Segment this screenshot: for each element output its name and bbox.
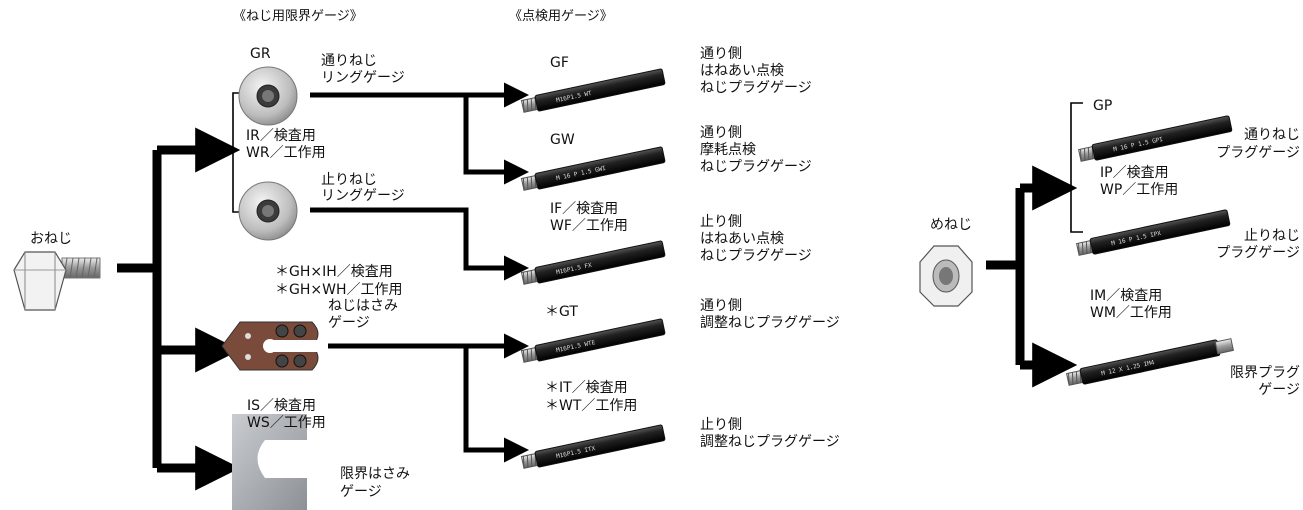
gr-code: GR bbox=[250, 46, 271, 62]
limit-snap-gauge-icon bbox=[232, 414, 307, 510]
stop-ring-line1: 止りねじ bbox=[321, 172, 377, 188]
gt-plug-gauge-icon: M16P1.5 WTE bbox=[520, 318, 666, 363]
gh-ih-code: ＊GH×IH／検査用 bbox=[275, 264, 393, 280]
im-code: IM／検査用 bbox=[1090, 288, 1163, 304]
if-plug-gauge-icon: M16P1.5 FX bbox=[520, 240, 666, 285]
limit-gauge-header: 《ねじ用限界ゲージ》 bbox=[233, 9, 363, 24]
stop-plug-gauge-icon: M 16 P 1.5 IPX bbox=[1075, 209, 1231, 256]
check-gauge-header: 《点検用ゲージ》 bbox=[509, 9, 613, 24]
gf-plug-gauge-icon: M16P1.5 WT bbox=[520, 68, 666, 113]
stop-plug-line2: プラグゲージ bbox=[1216, 245, 1300, 261]
wt-code: ＊WT／工作用 bbox=[545, 398, 638, 414]
bolt-icon bbox=[13, 251, 101, 311]
gr-name-line1: 通りねじ bbox=[321, 53, 377, 69]
gt-desc-line1: 通り側 bbox=[700, 298, 742, 314]
it-code: ＊IT／検査用 bbox=[545, 380, 628, 396]
stop-plug-line1: 止りねじ bbox=[1244, 228, 1300, 244]
limit-plug-gauge-icon: M 12 X 1.25 IM4 bbox=[1065, 338, 1235, 386]
it-plug-gauge-icon: M16P1.5 ITX bbox=[520, 424, 666, 469]
wr-code: WR／工作用 bbox=[246, 145, 326, 161]
check-gauge-connector-lines bbox=[310, 82, 529, 463]
gp-plug-gauge-icon: M 16 P 1.5 GPI bbox=[1077, 115, 1233, 162]
gw-desc-line1: 通り側 bbox=[700, 125, 742, 141]
limit-snap-line1: 限界はさみ bbox=[340, 466, 410, 482]
go-thread-ring-gauge-icon bbox=[238, 66, 298, 126]
limit-snap-line2: ゲージ bbox=[340, 484, 382, 500]
gt-desc-line2: 調整ねじプラグゲージ bbox=[700, 315, 840, 331]
plug-gauge-icons: M16P1.5 WT M 16 P 1.5 GWI M16P1.5 FX M16P1.… bbox=[520, 68, 1235, 469]
ip-code: IP／検査用 bbox=[1100, 165, 1169, 181]
internal-thread-tree-lines bbox=[986, 165, 1078, 388]
thread-snap-line2: ゲージ bbox=[328, 315, 370, 331]
internal-plug-bracket bbox=[1070, 102, 1083, 233]
gw-desc-line2: 摩耗点検 bbox=[700, 142, 756, 158]
if-desc-line2: はねあい点検 bbox=[700, 231, 784, 247]
gw-desc-line3: ねじプラグゲージ bbox=[700, 159, 812, 175]
external-thread-tree-lines bbox=[117, 127, 241, 491]
stop-ring-line2: リングゲージ bbox=[321, 188, 405, 204]
ws-code: WS／工作用 bbox=[247, 415, 326, 431]
gf-code: GF bbox=[550, 55, 569, 71]
gf-desc-line1: 通り側 bbox=[700, 46, 742, 62]
gf-desc-line3: ねじプラグゲージ bbox=[700, 80, 812, 96]
gw-code: GW bbox=[550, 132, 575, 148]
limit-plug-line1: 限界プラグ bbox=[1230, 365, 1300, 381]
thread-snap-gauge-icon bbox=[221, 321, 320, 371]
no-go-thread-ring-gauge-icon bbox=[238, 181, 298, 241]
it-desc-line2: 調整ねじプラグゲージ bbox=[700, 434, 840, 450]
external-thread-label: おねじ bbox=[30, 231, 72, 247]
limit-plug-line2: ゲージ bbox=[1258, 382, 1300, 398]
nut-icon bbox=[919, 245, 973, 307]
wp-code: WP／工作用 bbox=[1100, 182, 1179, 198]
gf-desc-line2: はねあい点検 bbox=[700, 63, 784, 79]
it-desc-line1: 止り側 bbox=[700, 417, 742, 433]
gp-name-line2: プラグゲージ bbox=[1216, 145, 1300, 161]
if-code: IF／検査用 bbox=[550, 201, 619, 217]
gt-code: ＊GT bbox=[545, 304, 578, 320]
gw-plug-gauge-icon: M 16 P 1.5 GWI bbox=[520, 146, 666, 191]
wm-code: WM／工作用 bbox=[1090, 305, 1172, 321]
is-code: IS／検査用 bbox=[247, 398, 317, 414]
internal-thread-label: めねじ bbox=[930, 217, 972, 233]
thread-snap-line1: ねじはさみ bbox=[328, 298, 398, 314]
if-desc-line3: ねじプラグゲージ bbox=[700, 248, 812, 264]
gh-wh-code: ＊GH×WH／工作用 bbox=[275, 282, 403, 298]
if-desc-line1: 止り側 bbox=[700, 214, 742, 230]
gr-name-line2: リングゲージ bbox=[321, 70, 405, 86]
gp-name-line1: 通りねじ bbox=[1244, 127, 1300, 143]
ir-code: IR／検査用 bbox=[246, 128, 316, 144]
gp-code: GP bbox=[1093, 98, 1113, 114]
wf-code: WF／工作用 bbox=[550, 218, 628, 234]
